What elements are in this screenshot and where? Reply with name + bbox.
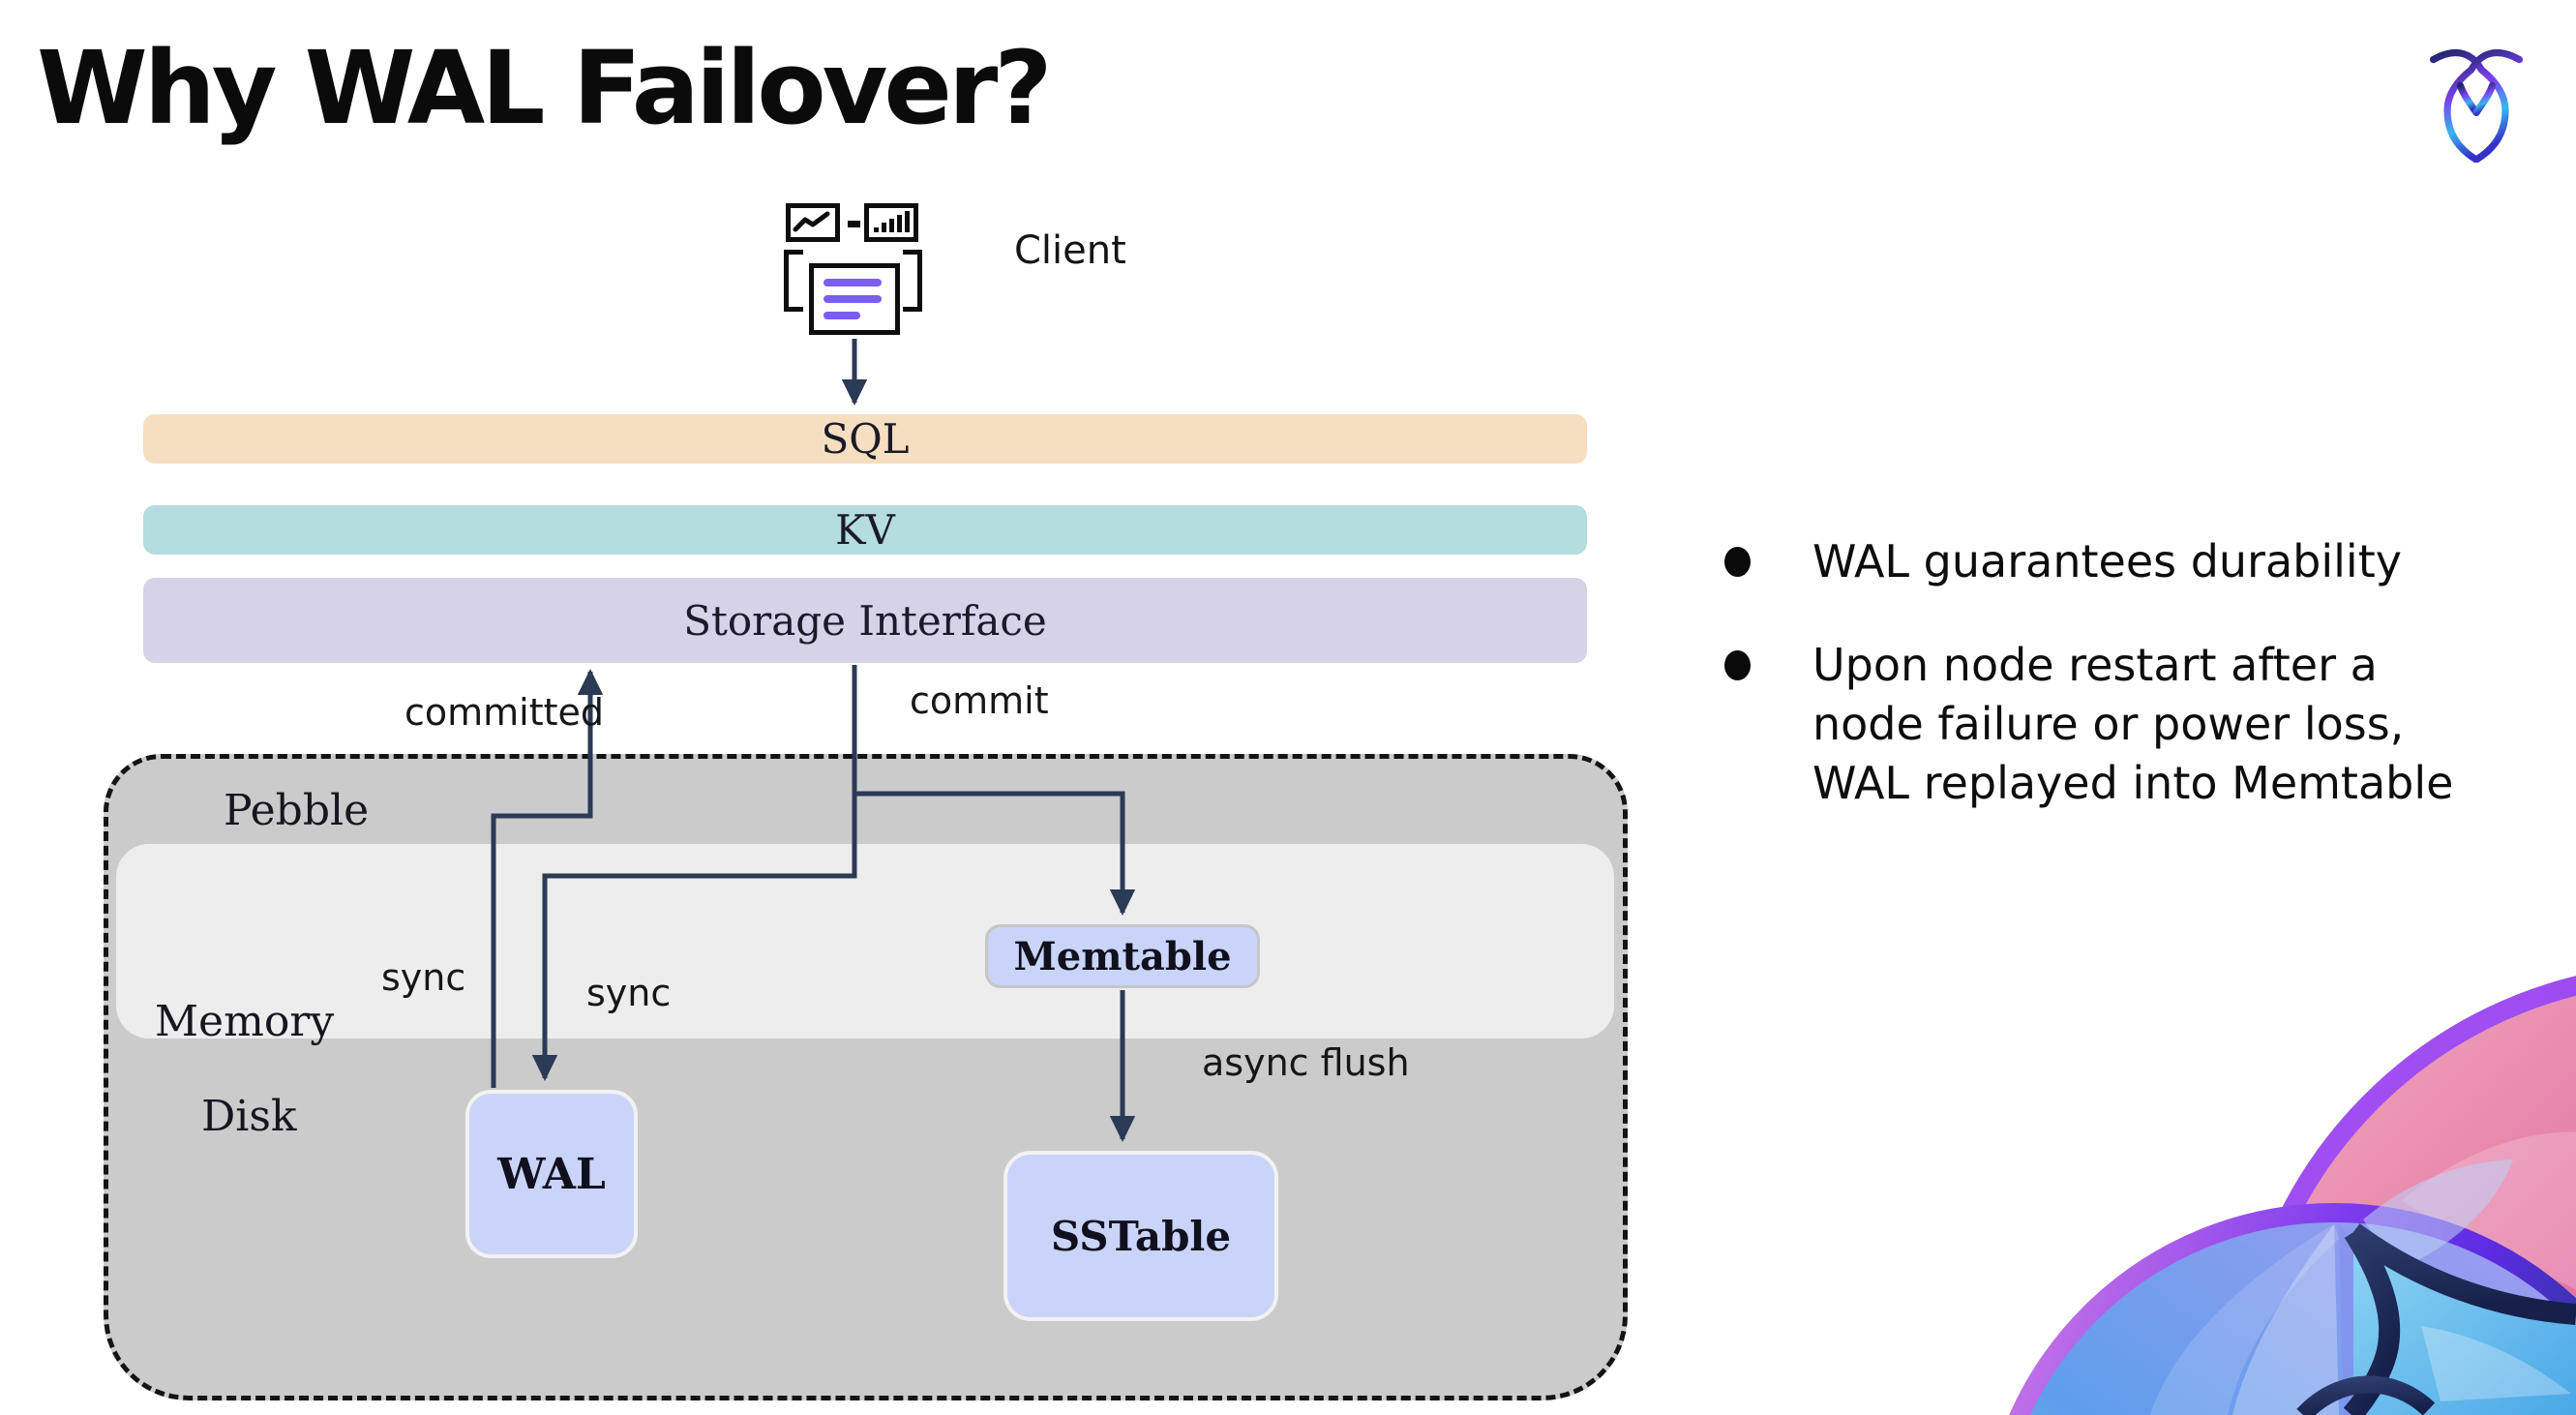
wal-node: WAL <box>465 1090 638 1258</box>
kv-layer-bar: KV <box>143 505 1587 555</box>
async-flush-edge-label: async flush <box>1202 1041 1410 1084</box>
corner-brand-artwork <box>2009 976 2576 1415</box>
client-icon <box>782 199 927 345</box>
left-bracket-icon <box>784 250 803 312</box>
memtable-node-label: Memtable <box>1013 933 1232 979</box>
memory-label: Memory <box>155 997 335 1046</box>
dash-connector <box>848 221 860 227</box>
sql-layer-label: SQL <box>821 415 910 463</box>
list-item: WAL guarantees durability <box>1724 532 2576 591</box>
sstable-node-label: SSTable <box>1050 1212 1232 1260</box>
bullet-text: Upon node restart after a node failure o… <box>1812 639 2454 809</box>
bullet-dot-icon <box>1724 650 1751 680</box>
kv-layer-label: KV <box>835 506 895 554</box>
document-icon <box>809 263 900 335</box>
bullet-dot-icon <box>1724 547 1751 577</box>
list-item: Upon node restart after a node failure o… <box>1724 636 2576 813</box>
sync-up-edge-label: sync <box>381 956 466 999</box>
storage-interface-layer-bar: Storage Interface <box>143 578 1587 663</box>
pebble-label: Pebble <box>224 786 370 835</box>
storage-interface-label: Storage Interface <box>683 596 1047 645</box>
page-title: Why WAL Failover? <box>37 29 1053 147</box>
bullet-text: WAL guarantees durability <box>1812 535 2402 587</box>
sql-layer-bar: SQL <box>143 414 1587 464</box>
line-chart-icon <box>786 203 840 242</box>
committed-edge-label: committed <box>404 691 605 734</box>
client-label: Client <box>1014 228 1126 273</box>
bar-chart-icon <box>864 203 918 242</box>
cockroachdb-logo-icon <box>2429 48 2524 163</box>
right-bracket-icon <box>903 250 922 312</box>
sstable-node: SSTable <box>1003 1151 1278 1321</box>
memtable-node: Memtable <box>985 924 1260 988</box>
disk-label: Disk <box>201 1092 297 1141</box>
wal-node-label: WAL <box>497 1149 606 1199</box>
commit-edge-label: commit <box>910 679 1049 722</box>
memory-band <box>116 844 1614 1039</box>
bullet-list: WAL guarantees durability Upon node rest… <box>1724 532 2576 813</box>
sync-down-edge-label: sync <box>586 972 672 1014</box>
